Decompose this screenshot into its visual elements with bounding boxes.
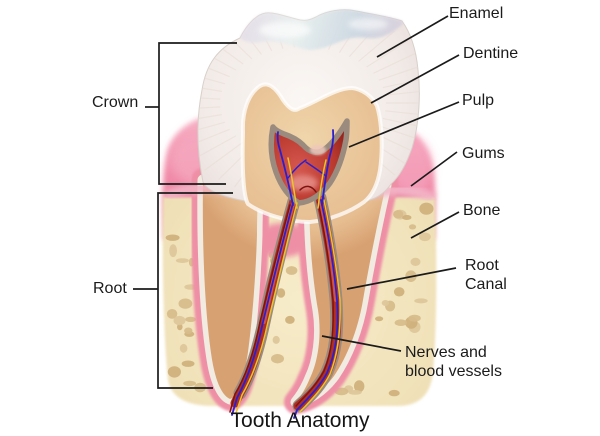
label-enamel: Enamel bbox=[449, 5, 504, 22]
label-root-canal: Root Canal bbox=[465, 257, 507, 293]
label-nerves-blood-vessels: Nerves and blood vessels bbox=[405, 344, 502, 380]
leader-root-canal bbox=[346, 267, 457, 290]
nerves-and-vessels bbox=[229, 129, 341, 419]
label-dentine: Dentine bbox=[463, 45, 519, 62]
label-pulp: Pulp bbox=[462, 92, 495, 109]
crown-bracket bbox=[158, 42, 237, 185]
leader-bone bbox=[410, 211, 460, 239]
label-bone: Bone bbox=[463, 202, 501, 219]
leader-dentine bbox=[370, 54, 460, 104]
label-gums: Gums bbox=[462, 145, 505, 162]
leader-nerves bbox=[321, 335, 402, 352]
diagram-title: Tooth Anatomy bbox=[230, 409, 370, 432]
enamel-highlight bbox=[348, 18, 388, 30]
leader-lines bbox=[133, 15, 460, 389]
root-bracket bbox=[157, 192, 233, 389]
enamel-highlight bbox=[259, 22, 311, 38]
leader-enamel bbox=[376, 15, 449, 58]
label-root: Root bbox=[93, 280, 127, 297]
label-crown: Crown bbox=[92, 94, 139, 111]
bone-spongy-texture bbox=[165, 202, 434, 397]
leader-pulp bbox=[348, 101, 460, 148]
leader-gums bbox=[410, 151, 458, 187]
